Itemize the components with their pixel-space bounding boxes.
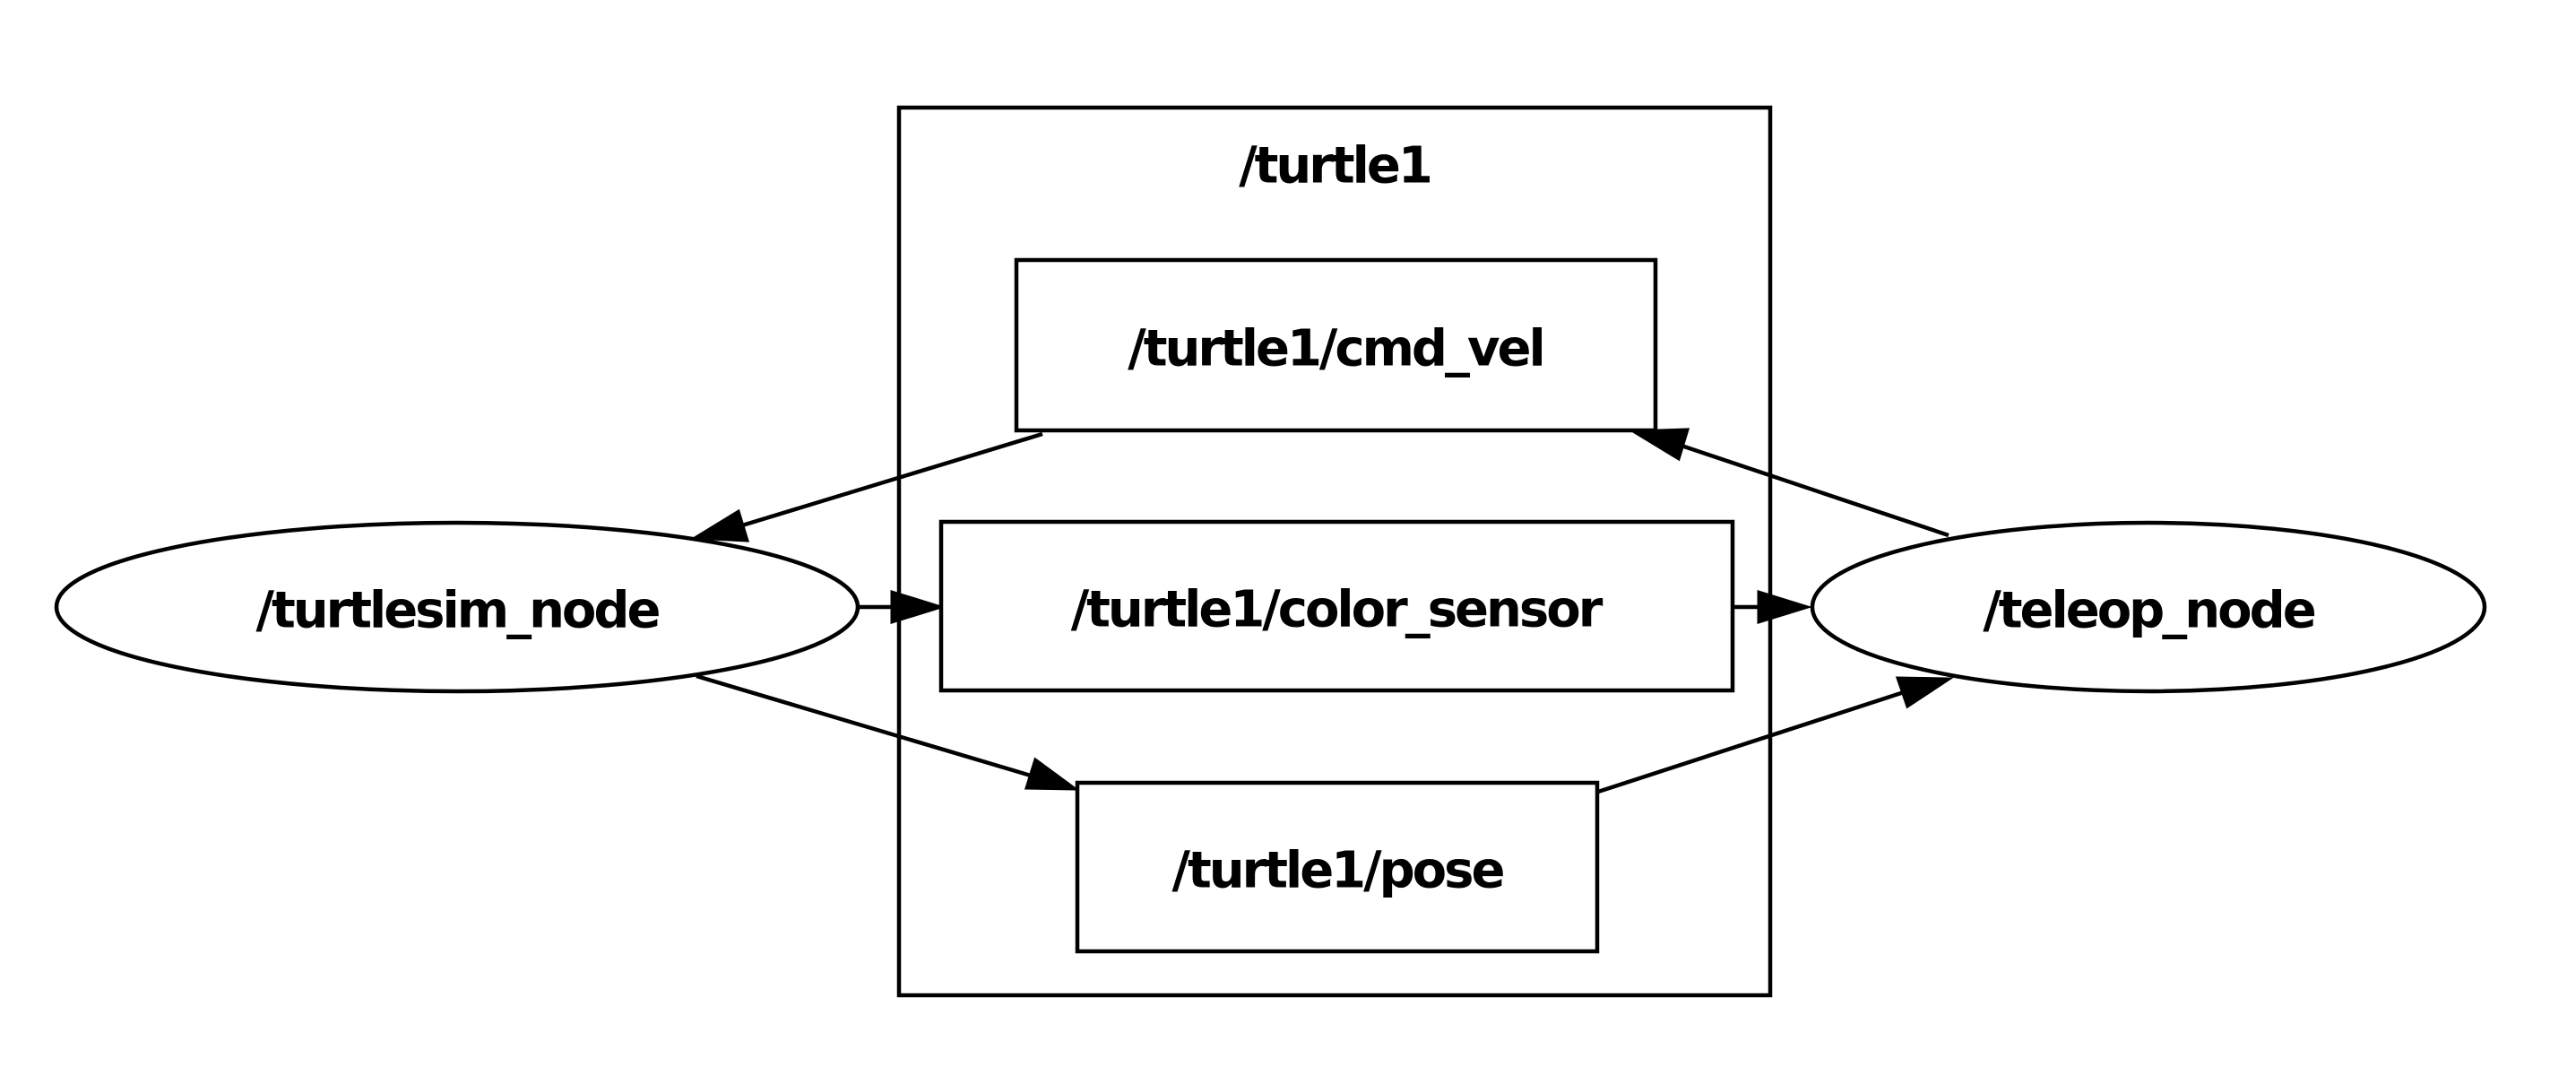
topic-cmd-vel-box[interactable]	[1014, 257, 1658, 433]
cluster-turtle1-label: /turtle1	[1239, 137, 1431, 195]
node-turtlesim[interactable]: /turtlesim_node	[54, 520, 860, 694]
topic-pose[interactable]: /turtle1/pose	[1075, 780, 1600, 954]
edge-cmd-vel-to-turtlesim	[690, 431, 1043, 542]
node-teleop[interactable]: /teleop_node	[1810, 520, 2487, 694]
topic-color-sensor[interactable]: /turtle1/color_sensor	[938, 519, 1735, 693]
node-teleop-label: /teleop_node	[1983, 582, 2314, 640]
topic-color-sensor-box[interactable]	[938, 519, 1735, 693]
arrowhead-icon	[690, 508, 750, 542]
edge-turtlesim-to-color-sensor	[858, 589, 947, 625]
edge-teleop-to-cmd-vel	[1628, 428, 1949, 538]
arrowhead-icon	[1024, 757, 1080, 791]
topic-pose-box[interactable]	[1075, 780, 1600, 954]
arrowhead-icon	[1628, 428, 1690, 462]
topic-cmd-vel[interactable]: /turtle1/cmd_vel	[1014, 257, 1658, 433]
edge-pose-to-teleop	[1597, 676, 1954, 794]
topic-cmd-vel-label: /turtle1/cmd_vel	[1128, 320, 1543, 378]
arrowhead-icon	[890, 589, 947, 625]
topic-pose-label: /turtle1/pose	[1172, 842, 1504, 900]
arrowhead-icon	[1757, 589, 1813, 625]
edge-color-sensor-to-teleop	[1733, 589, 1813, 625]
edge-turtlesim-to-pose	[696, 673, 1080, 791]
node-turtlesim-label: /turtlesim_node	[256, 582, 660, 640]
node-teleop-ellipse[interactable]	[1810, 520, 2487, 694]
node-turtlesim-ellipse[interactable]	[54, 520, 860, 694]
arrowhead-icon	[1895, 676, 1954, 709]
topic-color-sensor-label: /turtle1/color_sensor	[1071, 581, 1604, 639]
